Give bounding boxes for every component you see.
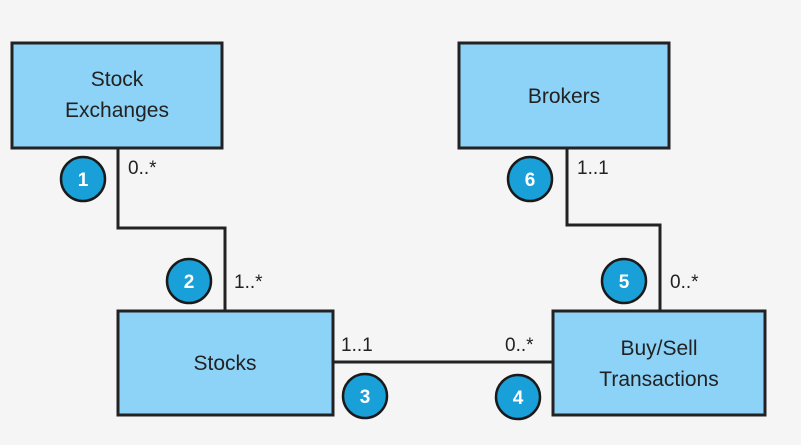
badge-2: 2 (165, 257, 213, 305)
multiplicity-label: 0..* (505, 335, 534, 356)
entity-brokers[interactable]: Brokers (457, 41, 671, 150)
entity-label-line1: Stock (91, 68, 144, 91)
badge-6: 6 (506, 155, 554, 203)
entity-label: Stocks (193, 352, 256, 375)
multiplicity-label: 1..1 (577, 158, 609, 179)
entity-buy-sell-transactions[interactable]: Buy/Sell Transactions (551, 309, 767, 417)
connector-broker-transaction (565, 148, 662, 310)
badge-number: 6 (525, 170, 536, 191)
badge-number: 4 (513, 388, 524, 409)
connector-exchange-stock (116, 148, 227, 310)
entity-stocks[interactable]: Stocks (116, 309, 335, 417)
entity-box (10, 41, 224, 150)
entity-box (116, 309, 335, 417)
badge-3: 3 (341, 372, 389, 420)
badge-number: 5 (619, 272, 630, 293)
entity-box (551, 309, 767, 417)
entity-label-line1: Buy/Sell (620, 337, 697, 360)
badge-4: 4 (494, 373, 542, 421)
entity-label: Brokers (528, 85, 600, 108)
badge-5: 5 (600, 257, 648, 305)
multiplicity-label: 1..1 (341, 335, 373, 356)
badge-number: 1 (78, 170, 89, 191)
multiplicity-label: 1..* (234, 272, 263, 293)
multiplicity-label: 0..* (670, 272, 699, 293)
entity-stock-exchanges[interactable]: Stock Exchanges (10, 41, 224, 150)
badge-1: 1 (59, 155, 107, 203)
badge-number: 3 (360, 387, 371, 408)
entity-label-line2: Transactions (599, 368, 718, 391)
entity-box (457, 41, 671, 150)
multiplicity-label: 0..* (128, 158, 157, 179)
entity-label-line2: Exchanges (65, 99, 169, 122)
badge-number: 2 (184, 272, 195, 293)
